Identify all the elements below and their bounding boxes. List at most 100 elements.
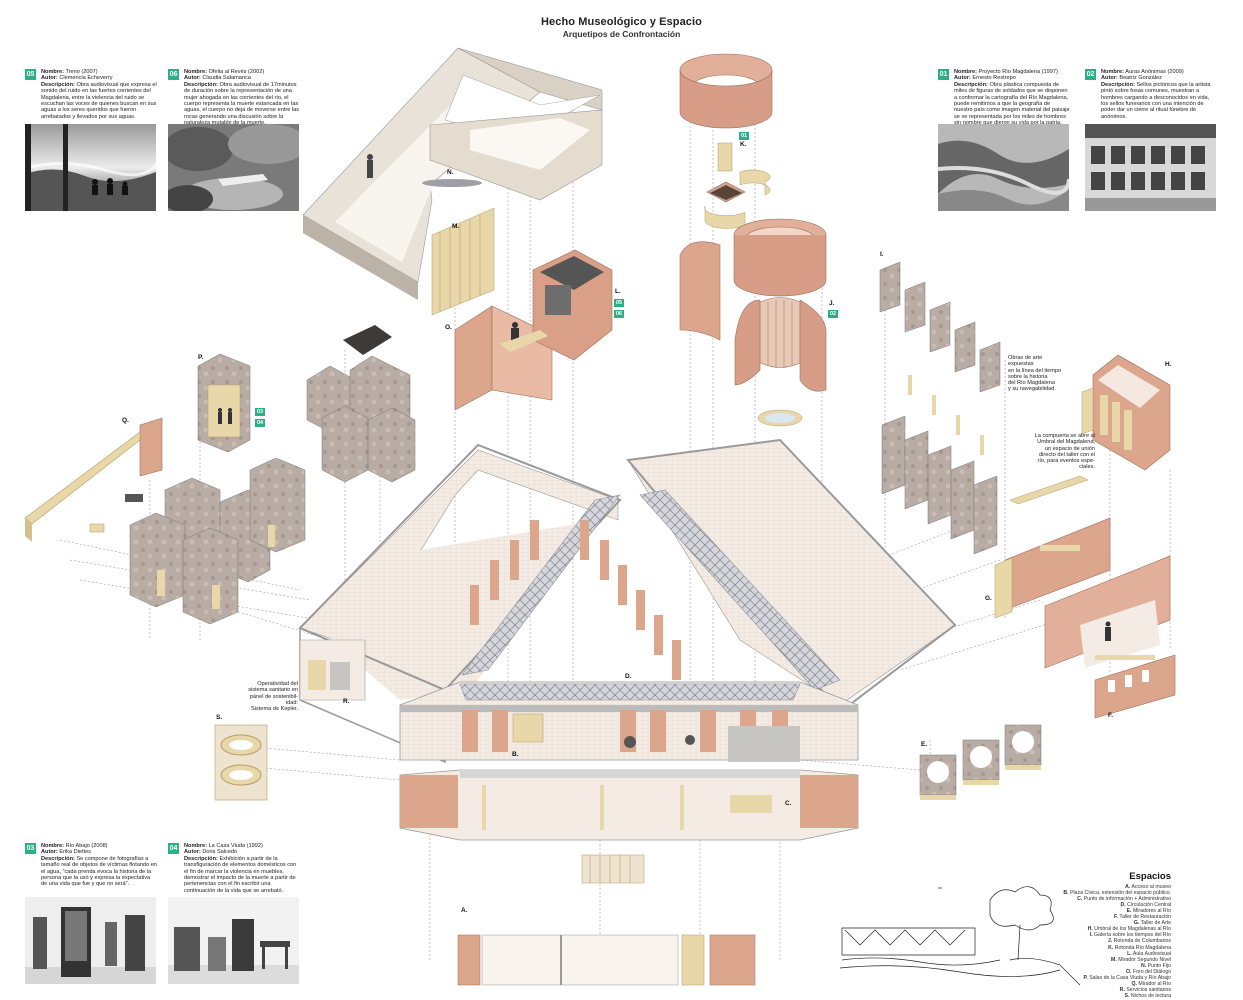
legend-item: L. Aula Audiovisual	[1127, 950, 1171, 957]
galeria-tiempos-rio	[879, 261, 1001, 555]
legend-item: B. Plaza Cívica, extensión del espacio p…	[1063, 890, 1171, 897]
artwork-number-badge: 05	[25, 69, 36, 80]
artwork-author: Doris Salcedo	[202, 849, 238, 856]
label-d: D.	[625, 673, 632, 680]
legend-item: K. Rotonda Río Magdalena	[1108, 944, 1171, 951]
artwork-number-badge: 02	[1085, 69, 1096, 80]
umbral-magdalenas	[1081, 354, 1171, 471]
artwork-number-badge: 04	[168, 843, 179, 854]
label-q: Q.	[122, 417, 129, 424]
legend-heading: Espacios	[1129, 871, 1171, 882]
acceso-museo	[457, 854, 756, 986]
legend-item: D. Circulación Central	[1120, 902, 1171, 909]
artwork-name: Auras Anónimas (2009)	[1125, 69, 1184, 75]
label-m: M.	[452, 223, 460, 230]
artwork-description: Sellos pictóricos que la artista pintó s…	[1101, 81, 1211, 120]
artwork-number-badge: 06	[168, 69, 179, 80]
artwork-name: Río Abajo (2008)	[65, 843, 108, 849]
artwork-card-04: 04 Nombre: La Casa Viuda (1992) Autor: D…	[168, 843, 297, 894]
tag-05: 05	[614, 299, 624, 307]
artwork-name: Ofelia al Revés (2002)	[208, 69, 265, 75]
artwork-name: Proyecto Río Magdalena (1997)	[978, 69, 1058, 75]
poster-subtitle: Arquetipos de Confrontación	[562, 29, 681, 39]
artwork-card-01: 01 Nombre: Proyecto Río Magdalena (1997)…	[938, 69, 1070, 127]
artwork-photo-auras-anonimas	[1085, 124, 1216, 211]
artwork-number-badge: 03	[25, 843, 36, 854]
nichos-de-lectura	[214, 724, 268, 801]
artwork-card-03: 03 Nombre: Río Abajo (2008) Autor: Erika…	[25, 843, 157, 888]
site-sketch	[839, 886, 1081, 986]
artwork-card-02: 02 Nombre: Auras Anónimas (2009) Autor: …	[1085, 69, 1211, 120]
label-i: I.	[880, 251, 884, 258]
poster-title: Hecho Museológico y Espacio	[540, 16, 702, 28]
artwork-description: Obra audiovisual que expresa el sonido d…	[41, 81, 157, 120]
artwork-card-05: 05 Nombre: Treno (2007) Autor: Clemencia…	[25, 69, 157, 120]
talleres	[994, 475, 1176, 719]
artwork-number-badge: 01	[938, 69, 949, 80]
artwork-name: Treno (2007)	[65, 69, 98, 75]
artwork-author: Erika Diettes	[59, 849, 92, 856]
artwork-photo-treno	[25, 124, 156, 211]
artwork-author: Beatriz González	[1119, 75, 1162, 82]
legend-item: S. Nichos de lectura	[1124, 992, 1171, 999]
upper-level-mirador	[302, 47, 603, 316]
label-f: F.	[1108, 712, 1114, 719]
legend-item: M. Mirador Segundo Nivel	[1111, 956, 1171, 963]
sala-casa-viuda-rio-abajo	[197, 353, 416, 483]
label-h: H.	[1165, 361, 1172, 368]
label-p: P.	[198, 354, 204, 361]
note-obras-de-arte: Obras de arte expuestas en la línea del …	[1008, 355, 1062, 393]
artwork-card-06: 06 Nombre: Ofelia al Revés (2002) Autor:…	[168, 69, 300, 127]
artwork-photo-ofelia	[168, 124, 299, 211]
label-j: J.	[829, 300, 835, 307]
audiovisual-room	[343, 249, 613, 411]
legend-item: Q. Mirador al Río	[1131, 980, 1171, 987]
artwork-photo-rio-abajo	[25, 897, 156, 984]
tag-01: 01	[739, 132, 749, 140]
legend-item: J. Rotonda de Columbarios	[1107, 938, 1171, 945]
main-building	[298, 438, 957, 841]
legend-item: C. Punto de información + Administrativo	[1077, 896, 1171, 903]
legend-item: I. Galería sobre los tiempos del Río	[1089, 932, 1171, 939]
artwork-description: Obra audiovisual de 17minutos de duració…	[184, 81, 300, 127]
label-r: R.	[343, 698, 350, 705]
legend-item: R. Servicios sanitarios	[1119, 986, 1171, 993]
tag-03: 03	[255, 408, 265, 416]
note-sistema-sanitario: Operatividad del sistema sanitario en pá…	[248, 681, 298, 713]
artwork-author: Ernesto Restrepo	[972, 75, 1016, 82]
label-c: C.	[785, 800, 792, 807]
note-compuerta: La compuerta se abre al Umbral del Magda…	[1034, 433, 1095, 471]
mirador-al-rio	[24, 417, 163, 542]
tag-04: 04	[255, 419, 265, 427]
artwork-photo-casa-viuda	[168, 897, 299, 984]
label-s: S.	[216, 714, 223, 721]
label-g: G.	[985, 595, 992, 602]
artwork-description: Obra plástica compuesta de miles de figu…	[954, 81, 1070, 127]
legend-item: G. Taller de Arte	[1133, 920, 1171, 927]
label-e: E.	[921, 741, 928, 748]
legend-item: O. Foro del Diálogo	[1125, 968, 1171, 975]
artwork-author: Clemencia Echeverry	[59, 75, 113, 82]
tag-02: 02	[828, 310, 838, 318]
legend-item: N. Punto Fijo	[1141, 962, 1171, 969]
artwork-description: Exhibición a partir de la transfiguració…	[184, 855, 297, 894]
miradores	[919, 724, 1042, 800]
legend-item: E. Miradores al Río	[1126, 908, 1171, 915]
artwork-name: La Casa Viuda (1992)	[208, 843, 263, 849]
artwork-photo-rio-magdalena	[938, 124, 1069, 211]
poster-header: Hecho Museológico y Espacio Arquetipos d…	[0, 16, 1243, 39]
label-b: B.	[512, 751, 519, 758]
tag-06: 06	[614, 310, 624, 318]
label-l: L.	[615, 288, 621, 295]
legend-item: F. Taller de Restauración	[1113, 914, 1171, 921]
stone-pods-left	[129, 457, 306, 625]
rotondas	[679, 53, 827, 427]
label-a: A.	[461, 907, 468, 914]
artwork-author: Claudia Salamanca	[202, 75, 251, 82]
label-k: K.	[740, 141, 747, 148]
spaces-legend: Espacios A. Acceso al museo B. Plaza Cív…	[1063, 871, 1172, 999]
label-o: O.	[445, 324, 452, 331]
legend-item: A. Acceso al museo	[1125, 884, 1171, 891]
legend-item: P. Salas de la Casa Viuda y Río Abajo	[1083, 974, 1172, 981]
